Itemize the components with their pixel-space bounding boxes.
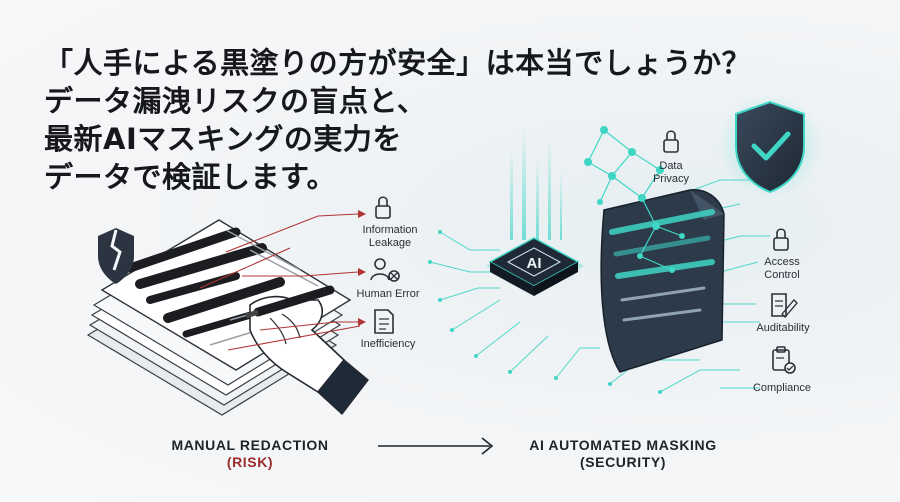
- risk-arrows: [199, 213, 361, 351]
- padlock-icon-access: [773, 228, 789, 251]
- label-information-leakage: Information Leakage: [362, 224, 418, 249]
- pencil-document-icon: [771, 293, 798, 318]
- label-inefficiency: Inefficiency: [360, 338, 416, 350]
- masked-document: [600, 189, 725, 373]
- label-auditability: Auditability: [756, 322, 810, 334]
- shield-check-icon: [718, 94, 822, 198]
- caption-manual-redaction: MANUAL REDACTION (RISK): [171, 437, 329, 470]
- caption-ai-masking: AI AUTOMATED MASKING (SECURITY): [529, 437, 717, 470]
- chip-label: AI: [527, 255, 542, 272]
- clipboard-check-icon: [772, 346, 796, 374]
- ai-chip: AI: [486, 237, 584, 296]
- headline: 「人手による黒塗りの方が安全」は本当でしょうか？ データ漏洩リスクの盲点と、 最…: [44, 44, 752, 196]
- transition-arrow: [378, 437, 494, 455]
- light-beams: [510, 130, 562, 240]
- document-icon: [374, 309, 394, 334]
- headline-line-2: データ漏洩リスクの盲点と、: [44, 84, 427, 118]
- padlock-icon-privacy: [663, 130, 679, 153]
- label-compliance: Compliance: [752, 382, 812, 394]
- person-x-icon: [370, 258, 400, 282]
- headline-line-4: データで検証します。: [44, 160, 337, 194]
- label-data-privacy: Data Privacy: [652, 160, 690, 185]
- headline-line-1: 「人手による黒塗りの方が安全」は本当でしょうか？: [44, 46, 752, 80]
- hand-with-marker: [245, 285, 369, 416]
- label-human-error: Human Error: [356, 288, 420, 300]
- broken-shield-icon: [98, 228, 134, 284]
- headline-line-3: 最新AIマスキングの実力を: [44, 122, 402, 156]
- label-access-control: Access Control: [764, 256, 800, 281]
- padlock-icon: [375, 196, 391, 219]
- redaction-marks: [125, 227, 285, 338]
